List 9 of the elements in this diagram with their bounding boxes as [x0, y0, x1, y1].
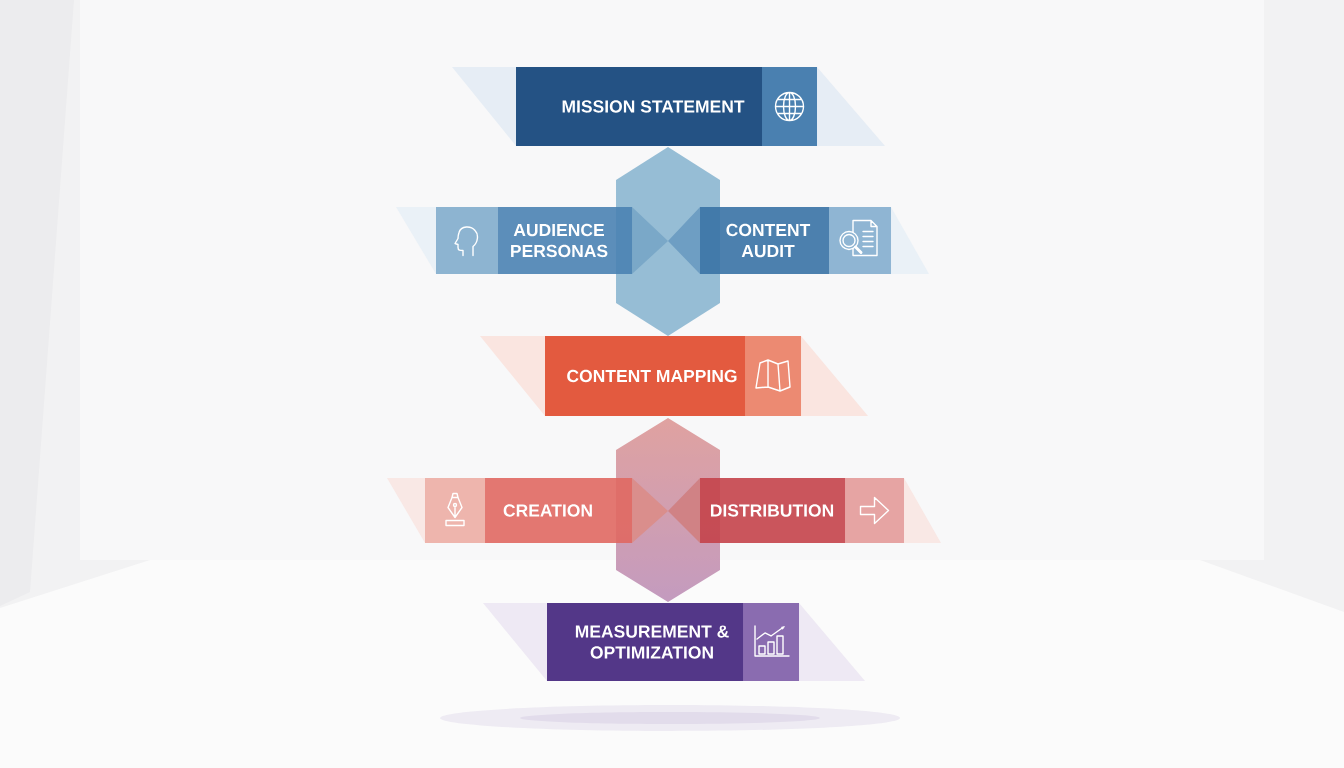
- process-box: DISTRIBUTION: [700, 478, 904, 543]
- hexagon: [632, 207, 700, 274]
- process-box: MISSION STATEMENT: [516, 67, 817, 146]
- process-box: CREATION: [425, 478, 632, 543]
- hexagon: [632, 478, 700, 543]
- process-box: CONTENT AUDIT: [700, 207, 891, 274]
- process-box: MEASUREMENT & OPTIMIZATION: [547, 603, 799, 681]
- process-box: AUDIENCE PERSONAS: [436, 207, 632, 274]
- process-box: CONTENT MAPPING: [545, 336, 801, 416]
